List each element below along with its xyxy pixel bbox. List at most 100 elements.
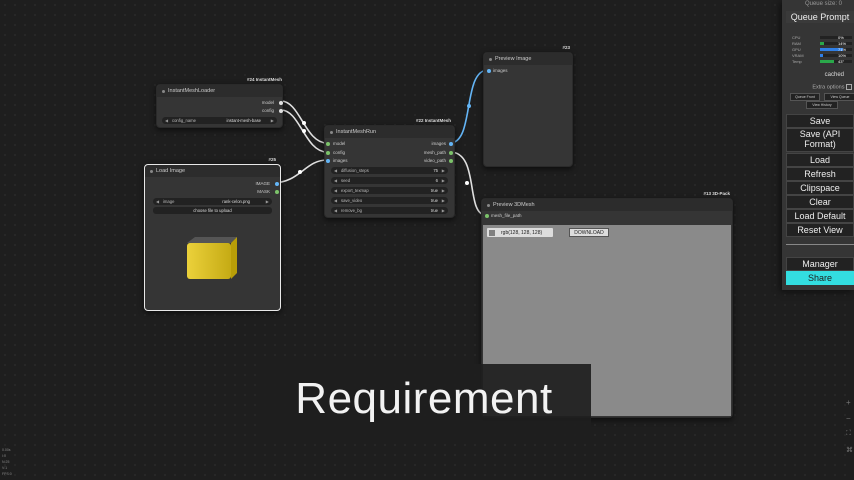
image-combo[interactable]: ◀image rank-celon.png▶ xyxy=(153,198,272,205)
extra-options-toggle[interactable]: Extra options xyxy=(782,84,852,90)
output-label: video_path xyxy=(423,158,446,163)
stat-line: V:1 xyxy=(2,466,8,470)
refresh-button[interactable]: Refresh xyxy=(786,167,854,181)
widget-label: image xyxy=(163,199,175,204)
collapse-dot[interactable] xyxy=(487,204,490,207)
zoom-out-icon[interactable]: − xyxy=(846,414,851,423)
link-mesh-path xyxy=(449,151,487,216)
output-label: mesh_path xyxy=(423,150,446,155)
node-title: Preview Image xyxy=(495,56,532,62)
node-instantmesh-run[interactable]: #22 InstantMesh InstantMeshRun model con… xyxy=(324,118,455,218)
node-header[interactable]: InstantMeshLoader xyxy=(157,85,282,97)
widget-value: true xyxy=(430,188,438,193)
collapse-dot[interactable] xyxy=(162,90,165,93)
node-id-badge: #24 InstantMesh xyxy=(246,77,282,82)
save-api-button[interactable]: Save (API Format) xyxy=(786,128,854,152)
load-button[interactable]: Load xyxy=(786,153,854,167)
monitor-bar xyxy=(820,60,834,63)
monitor-bar xyxy=(820,48,843,51)
clear-button[interactable]: Clear xyxy=(786,195,854,209)
share-button[interactable]: Share xyxy=(786,271,854,285)
input-label: mesh_file_path xyxy=(491,213,522,218)
widget-label: config_name xyxy=(172,118,196,123)
node-header[interactable]: Load Image xyxy=(145,165,280,177)
extra-options-label: Extra options xyxy=(812,84,845,91)
output-socket-images[interactable] xyxy=(449,142,453,146)
widget-label: diffusion_steps xyxy=(341,168,369,173)
widget-label: seed xyxy=(341,178,351,183)
output-label: MASK xyxy=(257,189,270,194)
node-title: Load Image xyxy=(156,168,186,174)
load-default-button[interactable]: Load Default xyxy=(786,209,854,223)
toggle-links-icon[interactable]: ⌘ xyxy=(846,447,853,454)
download-button[interactable]: DOWNLOAD xyxy=(569,228,609,237)
monitor-label: CPU xyxy=(792,35,801,40)
input-socket-config[interactable] xyxy=(326,151,330,155)
monitor-bar xyxy=(820,54,824,57)
caption-box: Requirement xyxy=(257,364,591,442)
view-history-button[interactable]: View History xyxy=(806,101,838,109)
output-label: IMAGE xyxy=(255,181,270,186)
widget-label: save_video xyxy=(341,198,363,203)
save-button[interactable]: Save xyxy=(786,114,854,128)
checkbox-icon[interactable] xyxy=(846,84,852,90)
zoom-in-icon[interactable]: + xyxy=(846,398,851,407)
output-socket-model[interactable] xyxy=(279,101,283,105)
monitor-label: VRAM xyxy=(792,53,804,58)
divider xyxy=(786,244,854,245)
node-title: InstantMeshRun xyxy=(336,129,377,135)
input-socket-images[interactable] xyxy=(487,69,491,73)
node-preview-image[interactable]: #23 Preview Image images xyxy=(483,45,573,167)
monitor-bar xyxy=(820,42,825,45)
config-name-combo[interactable]: ◀config_name instant-mesh-base▶ xyxy=(162,117,277,124)
fit-view-icon[interactable]: ⛶ xyxy=(846,430,851,437)
monitor-value: 0% xyxy=(838,35,844,40)
node-id-badge: #22 InstantMesh xyxy=(415,118,451,123)
node-load-image[interactable]: #25 Load Image IMAGE MASK ◀image rank-ce… xyxy=(144,157,281,311)
collapse-dot[interactable] xyxy=(330,131,333,134)
output-socket-config[interactable] xyxy=(279,109,283,113)
clipspace-button[interactable]: Clipspace xyxy=(786,181,854,195)
node-header[interactable]: Preview 3DMesh xyxy=(482,199,732,211)
input-socket-images[interactable] xyxy=(326,159,330,163)
output-socket-image[interactable] xyxy=(275,182,279,186)
input-socket-model[interactable] xyxy=(326,142,330,146)
monitor-label: RAM xyxy=(792,41,801,46)
queue-prompt-button[interactable]: Queue Prompt xyxy=(786,11,854,23)
view-queue-button[interactable]: View Queue xyxy=(824,93,854,101)
output-socket-mask[interactable] xyxy=(275,190,279,194)
node-header[interactable]: Preview Image xyxy=(484,53,572,65)
caption-text: Requirement xyxy=(295,374,553,423)
color-picker[interactable]: rgb(128, 128, 128) xyxy=(487,228,553,237)
widget-value: true xyxy=(430,198,438,203)
input-socket-mesh-file-path[interactable] xyxy=(485,214,489,218)
reset-view-button[interactable]: Reset View xyxy=(786,223,854,237)
monitor-value: 10% xyxy=(838,53,847,58)
monitor-value: 14% xyxy=(838,41,847,46)
input-label: model xyxy=(333,141,346,146)
widget-value: rank-celon.png xyxy=(222,199,250,204)
queue-size: Queue size: 0 xyxy=(804,1,842,7)
widget-label: export_texmap xyxy=(341,188,369,193)
output-socket-mesh-path[interactable] xyxy=(449,151,453,155)
output-socket-video-path[interactable] xyxy=(449,159,453,163)
stat-line: I:0 xyxy=(2,454,6,458)
color-value: rgb(128, 128, 128) xyxy=(501,230,543,236)
collapse-dot[interactable] xyxy=(489,58,492,61)
upload-button[interactable]: choose file to upload xyxy=(153,207,272,214)
node-id-badge: #23 xyxy=(562,45,570,50)
monitor-value: 43° xyxy=(838,59,845,64)
collapse-dot[interactable] xyxy=(150,170,153,173)
node-header[interactable]: InstantMeshRun xyxy=(325,126,454,138)
manager-button[interactable]: Manager xyxy=(786,257,854,271)
node-instantmesh-loader[interactable]: #24 InstantMesh InstantMeshLoader model … xyxy=(156,77,283,128)
queue-front-button[interactable]: Queue Front xyxy=(790,93,820,101)
node-title: Preview 3DMesh xyxy=(493,202,535,208)
widget-label: remove_bg xyxy=(341,208,362,213)
